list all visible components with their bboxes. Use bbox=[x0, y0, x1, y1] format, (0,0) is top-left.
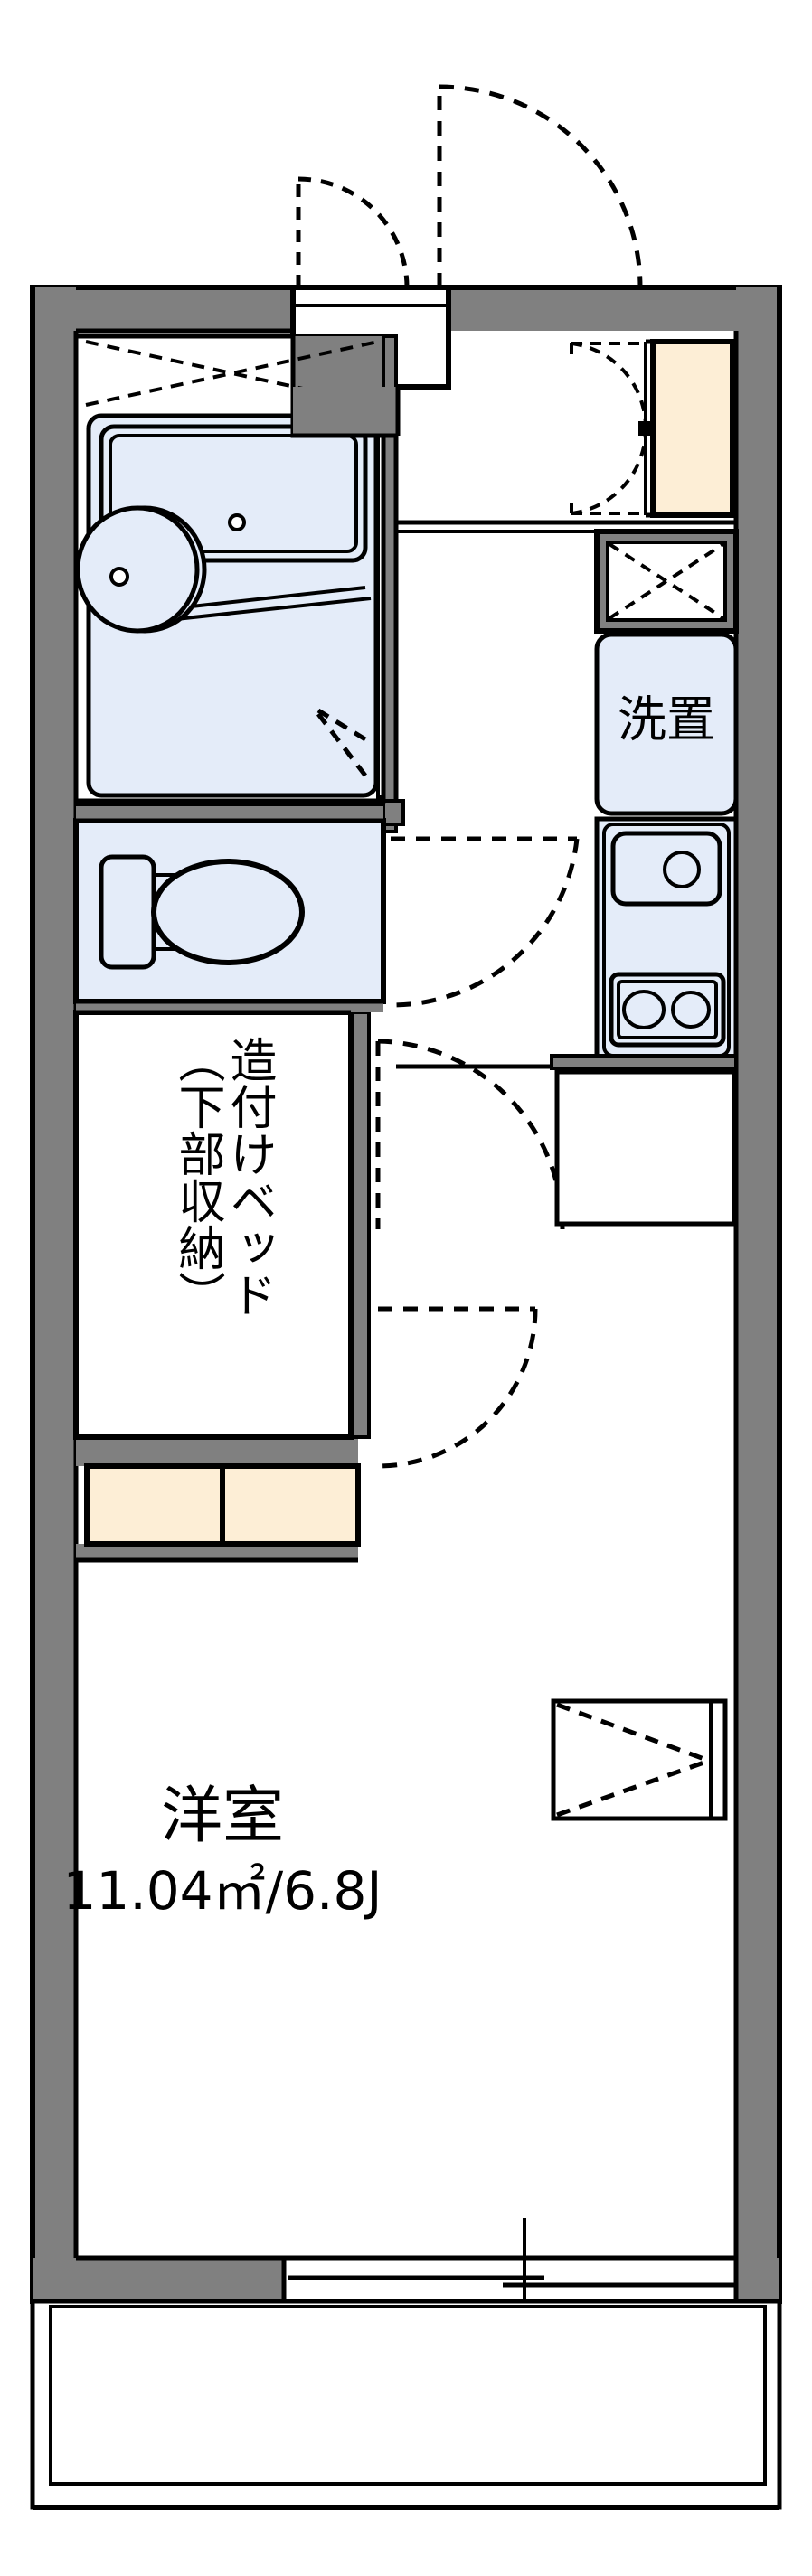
stove-burner-right bbox=[671, 991, 711, 1029]
hall-lower-walls bbox=[396, 1054, 738, 1227]
entrance-door-swing bbox=[437, 84, 643, 288]
main-room-label: 洋室 bbox=[161, 1781, 284, 1852]
built-in-bed-area bbox=[73, 1010, 354, 1440]
room-door-swing bbox=[375, 1039, 565, 1230]
hall-door-swing bbox=[377, 1306, 538, 1469]
stove-burner-left bbox=[622, 990, 666, 1029]
sink-faucet-icon bbox=[663, 851, 701, 888]
vestibule-door-swing bbox=[296, 176, 410, 288]
bathtub-unit bbox=[75, 413, 379, 798]
balcony-railing bbox=[49, 2305, 767, 2486]
built-in-bed-label-sub: （下部収納） bbox=[170, 1036, 224, 1318]
shoe-cabinet-door-swing bbox=[570, 342, 653, 515]
washbasin-drain-icon bbox=[109, 567, 129, 587]
upper-cupboard-x-mark bbox=[594, 529, 739, 634]
built-in-bed-label-main: 造付けベッド bbox=[222, 1036, 277, 1318]
balcony bbox=[30, 2299, 782, 2510]
toilet-bowl-icon bbox=[151, 859, 305, 965]
main-room-area-label: 11.04㎡/6.8J bbox=[63, 1860, 382, 1922]
air-conditioner-outlet bbox=[551, 1698, 728, 1821]
kitchen-unit bbox=[594, 816, 739, 1064]
toilet-door-swing bbox=[390, 836, 580, 1008]
washer-space bbox=[594, 632, 739, 816]
entrance-pocket-stub bbox=[293, 387, 401, 438]
side-walls bbox=[30, 287, 782, 2301]
toilet-cistern-icon bbox=[99, 854, 156, 970]
closet-storage-panels bbox=[76, 1437, 361, 1563]
bath-fitting-arrow-icon bbox=[316, 708, 367, 777]
washer-space-label: 洗置 bbox=[618, 691, 715, 748]
toilet-bed-gray-bands bbox=[76, 803, 383, 1015]
toilet-room bbox=[73, 818, 386, 1004]
shoe-cabinet bbox=[644, 339, 736, 518]
entrance-step-divider bbox=[398, 520, 736, 533]
bathtub-drain-icon bbox=[228, 513, 246, 531]
built-in-bed-label-group: 造付けベッド （下部収納） bbox=[170, 1036, 277, 1318]
